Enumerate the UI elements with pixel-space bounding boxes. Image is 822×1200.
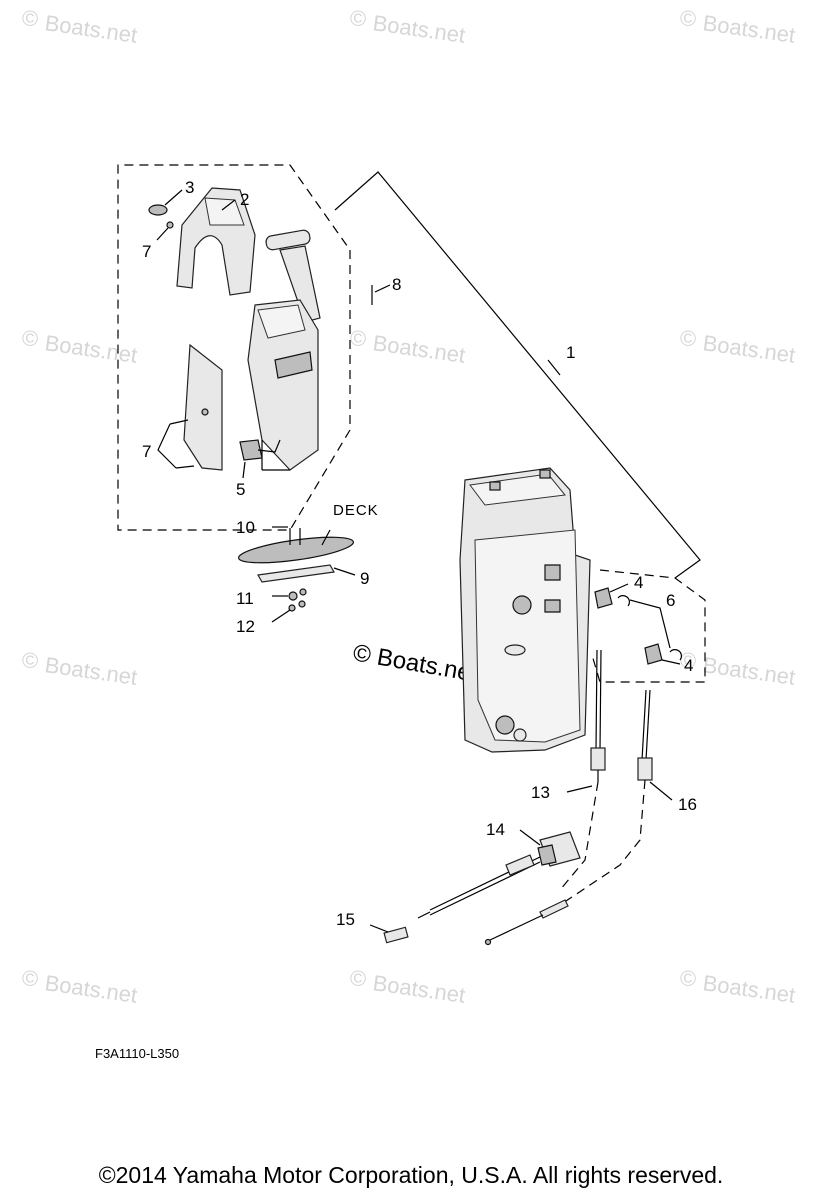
watermark-symbol: © — [680, 6, 696, 31]
callout-16: 16 — [678, 795, 697, 814]
switch-part — [239, 439, 263, 461]
callout-8: 8 — [392, 275, 401, 294]
watermark: Boats.net — [371, 330, 467, 368]
cable-assembly — [383, 854, 541, 944]
callout-labels: 1 2 3 4 4 5 6 7 7 8 9 10 11 12 13 14 15 … — [142, 178, 697, 929]
watermark-symbol: © — [350, 966, 366, 991]
adapter-14 — [537, 831, 581, 867]
watermark: Boats.net — [43, 10, 139, 48]
cable-lower — [484, 899, 569, 946]
watermark-symbol: © — [22, 966, 38, 991]
callout-15: 15 — [336, 910, 355, 929]
screw-7-lower — [175, 465, 195, 469]
pin-6-lower — [669, 649, 682, 661]
watermark-symbol: © — [680, 648, 696, 673]
deck-gasket — [237, 528, 356, 583]
watermark-symbol: © — [680, 326, 696, 351]
watermark-symbol: © — [350, 326, 366, 351]
nut-12 — [288, 604, 296, 612]
callout-11: 11 — [236, 589, 254, 608]
leader-15 — [369, 924, 389, 933]
leader-12 — [271, 609, 291, 623]
washer-11b — [299, 588, 307, 596]
leader-13 — [566, 785, 593, 793]
watermark: Boats.net — [701, 330, 797, 368]
watermark: Boats.net — [701, 652, 797, 690]
watermark-symbol: © — [22, 326, 38, 351]
watermarks: Boats.net © Boats.net © Boats.net © Boat… — [22, 6, 797, 1008]
callout-7a: 7 — [142, 242, 151, 261]
group-outline-clips — [591, 569, 706, 683]
callout-4b: 4 — [684, 656, 693, 675]
watermark-symbol: © — [350, 6, 366, 31]
watermark: Boats.net — [701, 970, 797, 1008]
callout-10: 10 — [236, 518, 255, 537]
screw-7-upper — [169, 419, 189, 425]
callout-4a: 4 — [634, 573, 643, 592]
callout-13: 13 — [531, 783, 550, 802]
washer-11 — [288, 591, 298, 601]
leader-8 — [374, 284, 391, 293]
clip-4-upper — [594, 587, 613, 609]
leader-16 — [649, 781, 673, 801]
watermark: Boats.net — [701, 10, 797, 48]
side-plate — [183, 343, 223, 471]
callout-7b: 7 — [142, 442, 151, 461]
watermark: Boats.net — [371, 970, 467, 1008]
watermark-symbol: © — [22, 648, 38, 673]
deck-label: DECK — [333, 502, 379, 519]
leader-1-tick — [547, 359, 561, 376]
callout-6: 6 — [666, 591, 675, 610]
leader-3 — [164, 189, 183, 206]
watermark-symbol: © — [22, 6, 38, 31]
leader-7a — [156, 227, 169, 241]
watermark: Boats.net — [371, 10, 467, 48]
watermark: Boats.net — [43, 652, 139, 690]
leader-2 — [221, 199, 236, 211]
watermark-symbol: © — [680, 966, 696, 991]
callout-2: 2 — [240, 190, 249, 209]
cable-end-13 — [559, 649, 606, 891]
cable-end-16 — [559, 689, 653, 906]
callout-12: 12 — [236, 617, 255, 636]
screw-part — [166, 221, 174, 229]
callout-3: 3 — [185, 178, 194, 197]
switch-wire — [257, 439, 281, 453]
plate-screw — [201, 408, 209, 416]
cover-part — [176, 187, 256, 296]
nut-12b — [298, 600, 306, 608]
callout-1: 1 — [566, 343, 575, 362]
figure-code: F3A1110-L350 — [95, 1046, 179, 1061]
leader-6 — [629, 599, 671, 649]
watermark: Boats.net — [43, 330, 139, 368]
leader-7b — [157, 423, 177, 469]
leader-14 — [519, 829, 541, 846]
leader-1 — [334, 171, 701, 579]
callout-9: 9 — [360, 569, 369, 588]
lever-handle — [265, 229, 321, 323]
callout-14: 14 — [486, 820, 505, 839]
copyright-notice: ©2014 Yamaha Motor Corporation, U.S.A. A… — [98, 1162, 724, 1188]
pin-6-upper — [617, 595, 630, 607]
remote-housing — [459, 467, 591, 753]
cap-part — [148, 204, 168, 216]
leader-4b — [661, 659, 681, 665]
clip-4-lower — [644, 643, 663, 665]
center-watermark: © Boats.net — [351, 639, 480, 687]
callout-5: 5 — [236, 480, 245, 499]
watermark: Boats.net — [43, 970, 139, 1008]
leader-5 — [242, 461, 246, 479]
leader-4a — [609, 583, 629, 593]
group-outline-control — [117, 164, 351, 531]
control-box-body — [247, 299, 319, 471]
